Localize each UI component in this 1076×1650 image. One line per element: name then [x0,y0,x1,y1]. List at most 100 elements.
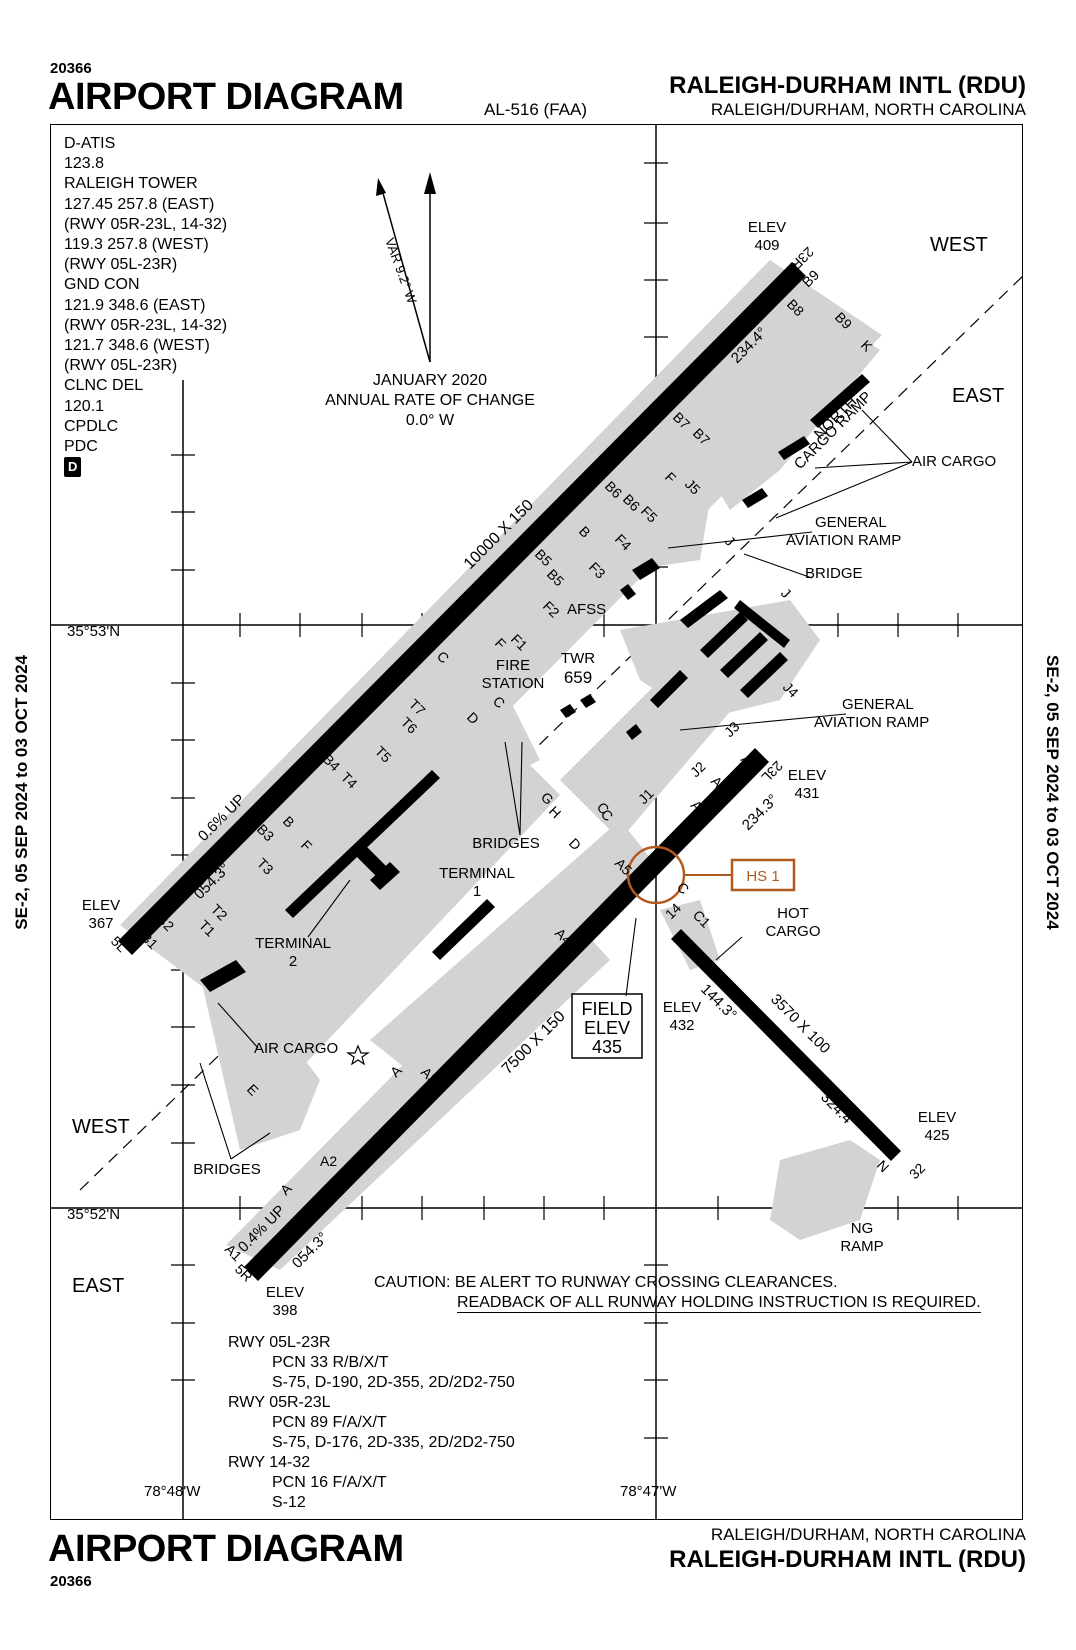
airport-name: RALEIGH-DURHAM INTL (RDU) [669,72,1026,99]
field-elev-value: 435 [592,1037,622,1057]
runway-14-32 [671,929,901,1161]
taxiway-label: D [566,835,584,853]
footer-title: AIRPORT DIAGRAM [48,1528,404,1570]
hot-cargo-2: CARGO [765,923,820,940]
elev-5l-value: 367 [88,915,113,932]
bridges-label-sw: BRIDGES [193,1161,261,1178]
beacon-icon [346,1044,370,1066]
freq-line: (RWY 05L-23R) [64,256,178,274]
elev-23l-value: 431 [794,785,819,802]
elev-23l-label: ELEV [788,767,826,784]
datalink-badge: D [64,457,82,478]
freq-line: D-ATIS [64,135,116,152]
magnetic-north-arrowhead [376,178,386,196]
elev-32-value: 425 [924,1127,949,1144]
lon-label-east: 78°47'W [620,1483,677,1500]
field-elev-box [571,993,643,1059]
twr-label: TWR [561,650,595,667]
freq-line: 121.9 348.6 (EAST) [64,296,206,314]
var-note-1: JANUARY 2020 [373,372,487,389]
rwy-14-dims: 3570 X 100 [767,991,833,1057]
freq-line: (RWY 05R-23L, 14-32) [64,215,228,233]
ng-ramp-1: NG [851,1220,874,1237]
leader-lines [199,409,913,1160]
rwy-data-pcn: PCN 33 R/B/X/T [272,1354,389,1371]
freq-line: 121.7 348.6 (WEST) [64,337,210,355]
rwy-data-weights: S-75, D-190, 2D-355, 2D/2D2-750 [272,1374,515,1391]
footer-location: RALEIGH/DURHAM, NORTH CAROLINA [710,1525,1026,1544]
terminal-2-number: 2 [289,953,297,970]
rwy-end-32: 32 [906,1160,928,1182]
zone-east-ne: EAST [952,385,1004,407]
ga-ramp-south-2: AVIATION RAMP [814,714,929,731]
true-north-arrowhead [424,172,436,194]
elev-23r-value: 409 [754,237,779,254]
freq-line: 123.8 [64,155,105,173]
elev-5r-label: ELEV [266,1284,304,1301]
air-cargo-label-ne: AIR CARGO [912,453,996,470]
air-cargo-label-sw: AIR CARGO [254,1040,338,1057]
freq-line: PDC [64,438,98,456]
runway-05l-23r [118,262,806,955]
terminal-1-number: 1 [473,883,481,900]
zone-east-sw: EAST [72,1275,124,1297]
fire-station-1: FIRE [496,657,530,674]
taxiway-label: J [778,585,794,601]
mag-var-label: VAR 9.2° W [382,236,420,306]
rwy-data-pcn: PCN 89 F/A/X/T [272,1414,387,1431]
hotspot-box [730,858,796,892]
freq-line: CLNC DEL [64,377,144,395]
runway-data-block: RWY 05L-23R PCN 33 R/B/X/T S-75, D-190, … [228,1333,515,1513]
ng-ramp-2: RAMP [840,1238,883,1255]
runways [118,262,901,1281]
field-elev-label-1: FIELD [581,999,632,1019]
chart-number: 20366 [50,60,92,77]
pavement [120,260,882,1270]
lat-label-north: 35°53'N [67,623,120,640]
taxiway-label: J2 [687,758,709,780]
footer-chart-number: 20366 [50,1573,92,1590]
rwy-data-weights: S-75, D-176, 2D-335, 2D/2D2-750 [272,1434,515,1451]
caution-line-1: CAUTION: BE ALERT TO RUNWAY CROSSING CLE… [374,1274,838,1291]
effective-dates-right: SE-2, 05 SEP 2024 to 03 OCT 2024 [1043,655,1062,930]
freq-line: (RWY 05L-23R) [64,357,178,375]
elev-5l-label: ELEV [82,897,120,914]
bridge-label: BRIDGE [805,565,863,582]
elev-14-label: ELEV [663,999,701,1016]
elev-23r-label: ELEV [748,219,786,236]
freq-line: GND CON [64,276,140,294]
freq-line: 127.45 257.8 (EAST) [64,195,215,213]
taxiway-label: A2 [320,1153,337,1169]
hotspot-label: HS 1 [746,868,779,885]
elev-14-value: 432 [669,1017,694,1034]
lat-label-south: 35°52'N [67,1206,120,1223]
fire-station-2: STATION [482,675,545,692]
elev-5r-value: 398 [272,1302,297,1319]
magnetic-north-line [380,185,431,363]
bridges-label-center: BRIDGES [472,835,540,852]
airport-location: RALEIGH/DURHAM, NORTH CAROLINA [710,100,1026,119]
freq-line: RALEIGH TOWER [64,175,198,193]
chart-frame [50,124,1023,1520]
lon-label-west: 78°48'W [144,1483,201,1500]
zone-west-ne: WEST [930,234,988,256]
twr-height: 659 [564,668,592,687]
ga-ramp-south-1: GENERAL [842,696,914,713]
rwy-data-pcn: PCN 16 F/A/X/T [272,1474,387,1491]
rwy-data-runway: RWY 14-32 [228,1454,311,1471]
field-elev-label-2: ELEV [584,1018,630,1038]
chart-title: AIRPORT DIAGRAM [48,76,404,118]
frequency-block: D-ATIS 123.8 RALEIGH TOWER 127.45 257.8 … [64,134,228,478]
north-arrows [376,172,436,363]
rwy-05r-heading-234: 234.3° [739,791,782,834]
freq-line: 119.3 257.8 (WEST) [64,236,209,254]
buildings [200,374,870,992]
footer-airport-name: RALEIGH-DURHAM INTL (RDU) [669,1546,1026,1573]
var-note-2: ANNUAL RATE OF CHANGE [325,392,535,409]
procedure-id: AL-516 (FAA) [484,100,587,119]
ga-ramp-north-2: AVIATION RAMP [786,532,901,549]
rwy-data-runway: RWY 05R-23L [228,1394,331,1411]
hot-cargo-1: HOT [777,905,809,922]
rwy-data-weights: S-12 [272,1494,306,1511]
